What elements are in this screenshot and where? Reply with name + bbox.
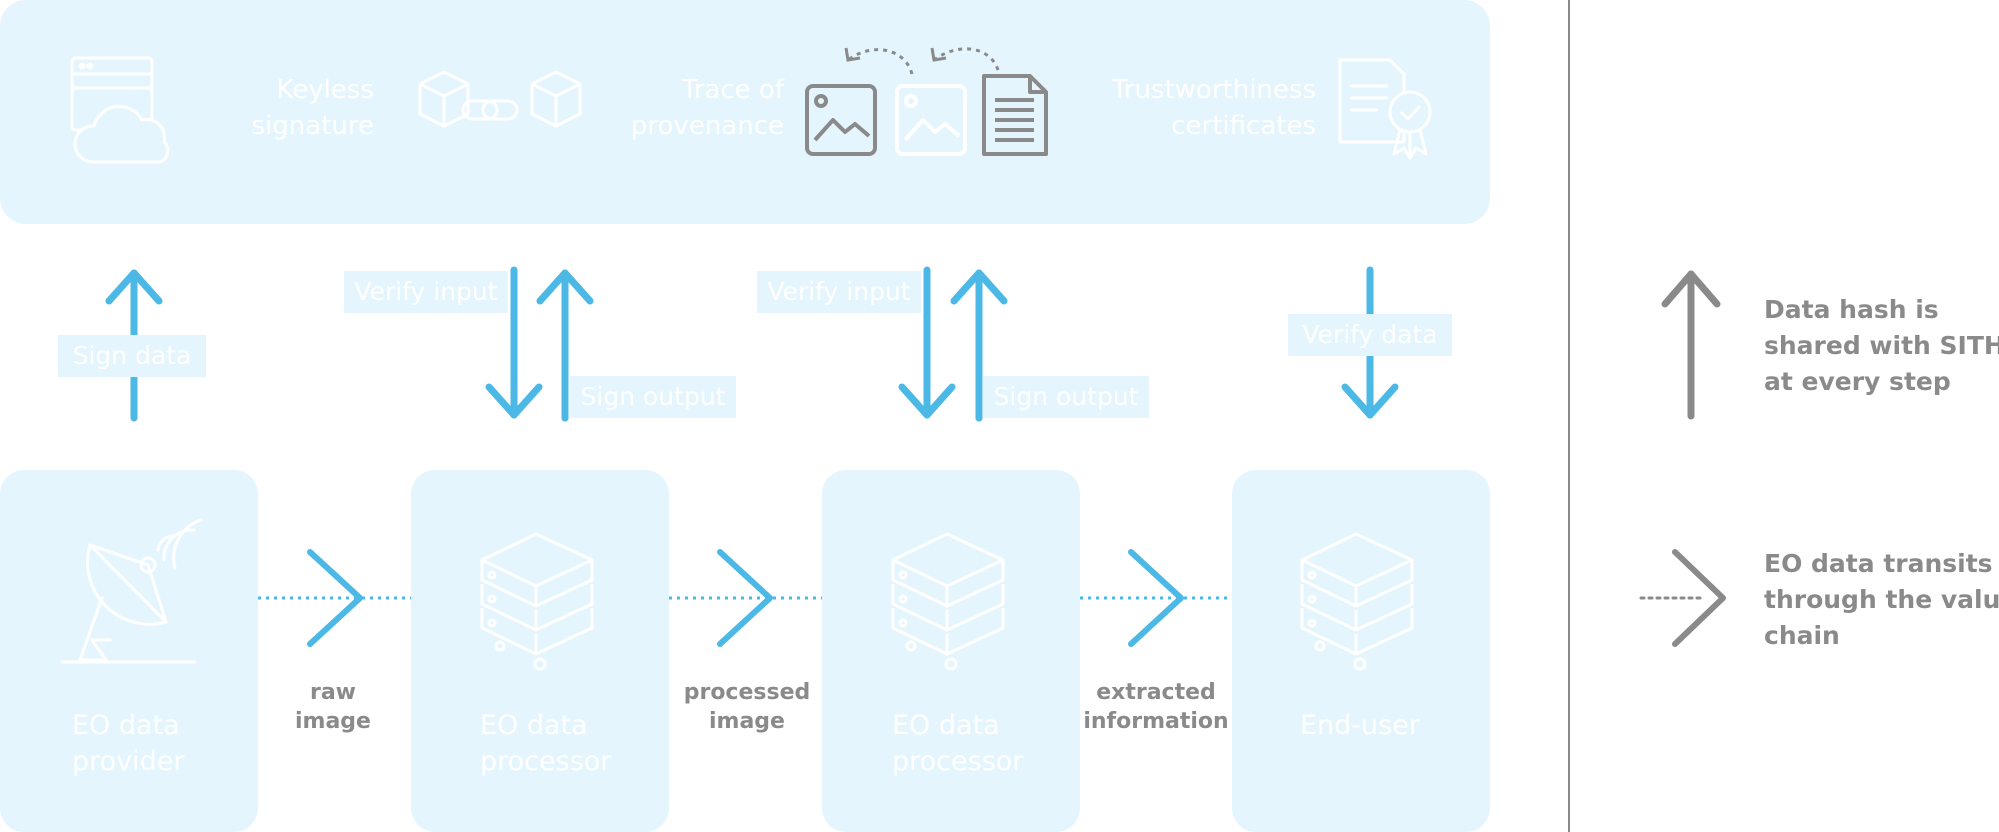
certificate-icon <box>1338 58 1432 160</box>
sign-output-label: Sign output <box>993 382 1139 411</box>
satellite-dish-icon <box>60 518 203 664</box>
legend-hash-line3: at every step <box>1764 367 1951 396</box>
server-icon <box>480 532 594 671</box>
keyless-signature-label: Keyless signature <box>244 72 374 144</box>
cloud-browser-icon <box>70 56 170 164</box>
flow-label-line2: information <box>1083 709 1229 734</box>
chain-link-icon <box>461 99 519 121</box>
verify-input-label-bg <box>344 271 508 313</box>
verify-input-label: Verify input <box>767 277 911 306</box>
flow-label-line1: raw <box>309 680 357 705</box>
document-icon <box>982 74 1048 156</box>
trace-provenance-label: Trace of provenance <box>620 72 784 144</box>
curved-dashed-arrow-icon <box>847 47 1000 75</box>
cube-icon <box>530 70 582 128</box>
node-label-processor-1: EO data processor <box>480 708 611 780</box>
verify-input-label: Verify input <box>354 277 498 306</box>
legend-transit-line2: through the value <box>1764 585 1999 614</box>
sign-data-label-bg <box>58 335 206 377</box>
flow-label-raw-image: raw image <box>263 678 403 736</box>
keyless-signature-line2: signature <box>251 111 374 141</box>
node-label-line2: provider <box>72 746 185 777</box>
trustworthiness-certificates-line2: certificates <box>1171 111 1316 141</box>
legend-flow-chevron-icon <box>1639 549 1726 647</box>
flow-label-line2: image <box>295 709 371 734</box>
node-label-processor-2: EO data processor <box>892 708 1023 780</box>
node-label-line2: processor <box>480 746 612 777</box>
sign-data-label: Sign data <box>72 341 192 370</box>
node-label-end-user: End-user <box>1300 708 1420 744</box>
trace-provenance-line1: Trace of <box>681 75 784 105</box>
trace-provenance-line2: provenance <box>630 111 784 141</box>
flow-label-processed-image: processed image <box>675 678 819 736</box>
arrowhead-icon <box>844 47 947 62</box>
trustworthiness-certificates-label: Trustworthiness certificates <box>1080 72 1316 144</box>
image-icon <box>805 84 877 156</box>
flow-label-line2: image <box>709 709 785 734</box>
node-label-line2: processor <box>892 746 1024 777</box>
legend-hash-text: Data hash is shared with SITH at every s… <box>1764 292 1999 400</box>
server-icon <box>1300 532 1414 671</box>
verify-data-label-bg <box>1288 314 1452 356</box>
cube-icon <box>418 70 470 128</box>
keyless-signature-line1: Keyless <box>276 75 374 105</box>
flow-label-line1: extracted <box>1096 680 1216 705</box>
server-icon <box>891 532 1005 671</box>
flow-label-line1: processed <box>683 680 811 705</box>
node-box-provider <box>0 470 258 832</box>
node-label-line1: EO data <box>480 710 588 741</box>
verify-data-label: Verify data <box>1302 320 1438 349</box>
node-label-line1: End-user <box>1300 710 1420 741</box>
node-label-line1: EO data <box>72 710 180 741</box>
sign-output-label: Sign output <box>580 382 726 411</box>
legend-hash-line1: Data hash is <box>1764 295 1939 324</box>
image-icon <box>895 84 967 156</box>
verify-input-label-bg <box>757 271 921 313</box>
legend-up-arrow-icon <box>1661 270 1721 420</box>
legend-hash-line2: shared with SITH <box>1764 331 1999 360</box>
legend-transit-line3: chain <box>1764 621 1840 650</box>
legend-transit-text: EO data transits through the value chain <box>1764 546 1999 654</box>
flow-label-extracted-information: extracted information <box>1080 678 1232 736</box>
sith-panel <box>0 0 1490 224</box>
sign-output-label-bg <box>570 376 736 418</box>
node-label-line1: EO data <box>892 710 1000 741</box>
legend-transit-line1: EO data transits <box>1764 549 1993 578</box>
trustworthiness-certificates-line1: Trustworthiness <box>1111 75 1316 105</box>
sign-output-label-bg <box>983 376 1149 418</box>
flow-chevron-icon <box>307 549 1184 647</box>
node-label-provider: EO data provider <box>72 708 185 780</box>
